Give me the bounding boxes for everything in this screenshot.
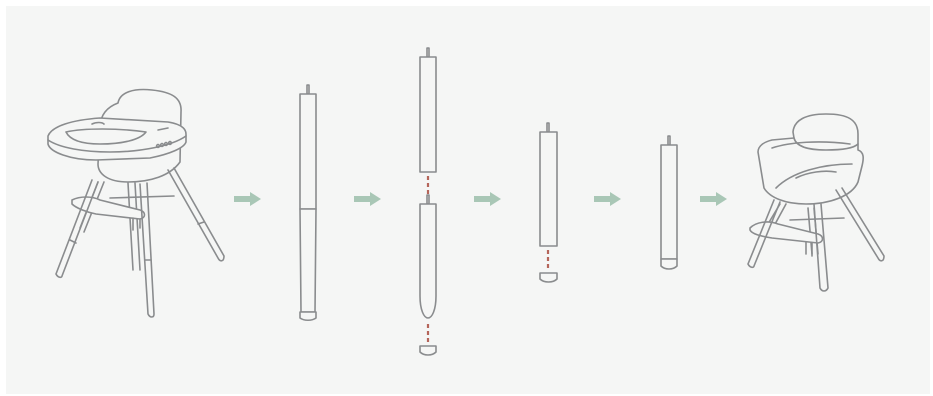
arrow-right-icon xyxy=(594,192,621,206)
arrow-right-icon xyxy=(700,192,727,206)
high-chair-illustration xyxy=(47,88,225,318)
arrow-right-icon xyxy=(354,192,381,206)
instruction-panel xyxy=(6,6,930,394)
upper-leg-section-illustration xyxy=(539,122,558,283)
low-chair-illustration xyxy=(747,113,885,292)
arrow-right-icon xyxy=(234,192,261,206)
assembled-leg-illustration xyxy=(299,84,317,322)
short-leg-illustration xyxy=(660,135,678,270)
arrow-right-icon xyxy=(474,192,501,206)
separated-leg-illustration xyxy=(419,47,437,356)
